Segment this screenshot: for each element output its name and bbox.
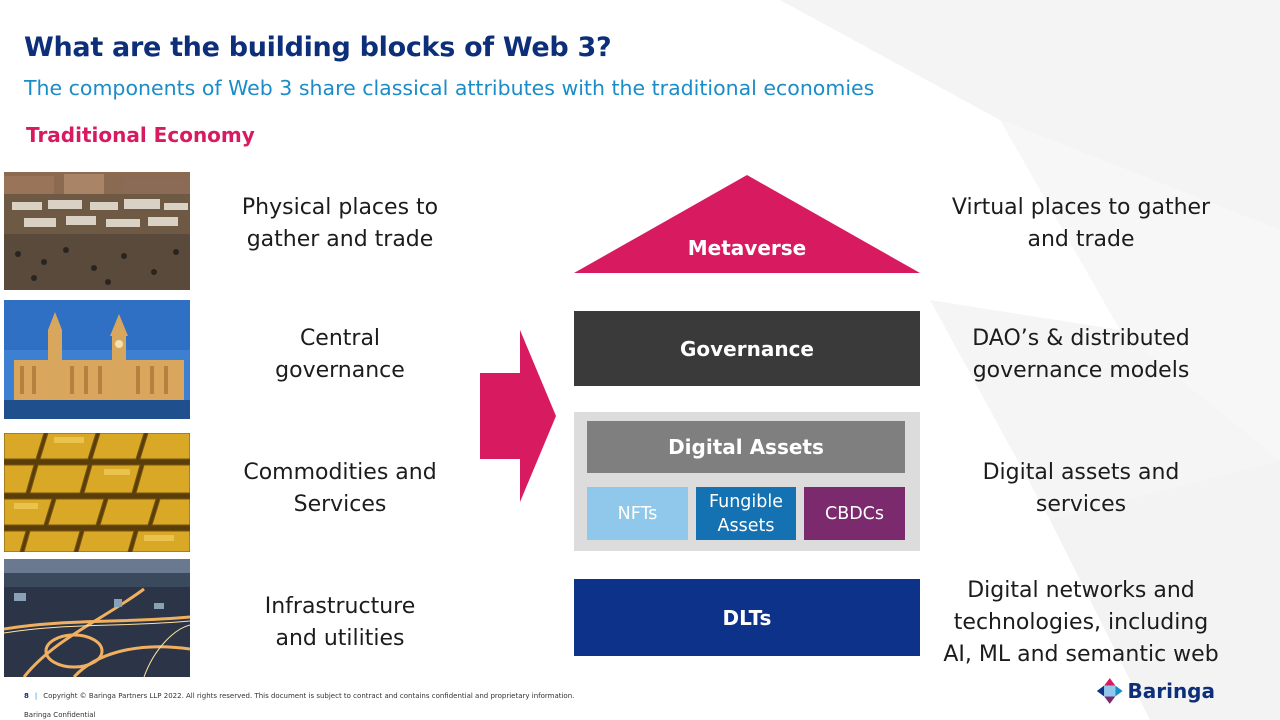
page-number: 8	[24, 692, 29, 700]
copyright-text: Copyright © Baringa Partners LLP 2022. A…	[43, 692, 575, 700]
confidential-label: Baringa Confidential	[24, 711, 96, 719]
logo-text: Baringa	[1127, 679, 1215, 703]
footer-copyright: 8 | Copyright © Baringa Partners LLP 2022.…	[24, 692, 574, 700]
fungible-assets-chip: Fungible Assets	[696, 487, 796, 540]
web3-text-virtual-places: Virtual places to gather and trade	[951, 195, 1211, 252]
highway-interchange-photo	[4, 559, 190, 677]
web3-text-dao-governance: DAO’s & distributed governance models	[972, 326, 1190, 383]
digital-assets-block: Digital Assets	[587, 421, 905, 473]
traditional-text-infrastructure: Infrastructure and utilities	[264, 594, 416, 651]
web3-text-digital-assets: Digital assets and services	[982, 460, 1180, 517]
metaverse-label: Metaverse	[687, 236, 807, 260]
nfts-chip: NFTs	[587, 487, 688, 540]
market-square-photo	[4, 172, 190, 290]
slide-subtitle: The components of Web 3 share classical …	[24, 76, 875, 100]
parliament-photo	[4, 300, 190, 419]
gold-bars-photo	[4, 433, 190, 552]
dlts-block: DLTs	[574, 579, 920, 656]
traditional-text-commodities: Commodities and Services	[243, 460, 437, 517]
traditional-text-governance: Central governance	[275, 326, 405, 383]
baringa-logo-icon	[1096, 678, 1123, 704]
footer-separator: |	[34, 692, 38, 700]
metaverse-roof	[574, 175, 920, 273]
cbdcs-chip: CBDCs	[804, 487, 905, 540]
governance-block: Governance	[574, 311, 920, 386]
baringa-logo: Baringa	[1095, 674, 1215, 708]
web3-text-digital-networks: Digital networks and technologies, inclu…	[943, 578, 1219, 667]
slide-title: What are the building blocks of Web 3?	[24, 32, 612, 63]
section-heading: Traditional Economy	[26, 123, 255, 147]
traditional-text-places: Physical places to gather and trade	[241, 195, 439, 252]
transition-arrow-icon	[480, 330, 556, 502]
